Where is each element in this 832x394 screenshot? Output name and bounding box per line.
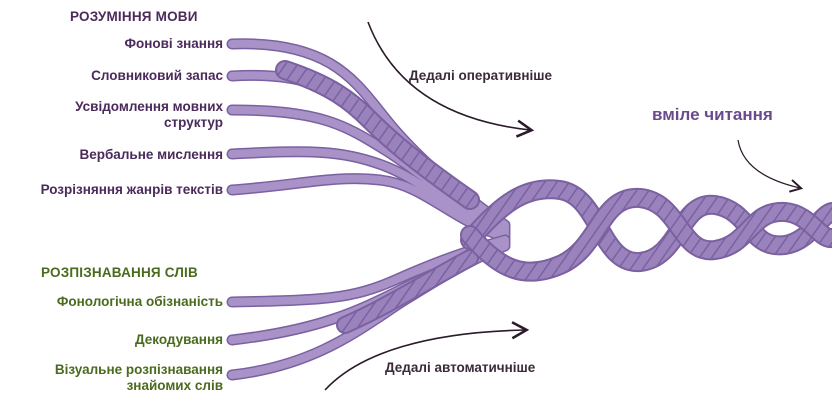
note-faster: Дедалі оперативніше <box>409 68 552 83</box>
label-phonological-awareness: Фонологічна обізнаність <box>57 294 223 310</box>
combined-rope <box>470 189 832 272</box>
label-verbal-reasoning: Вербальне мислення <box>79 147 223 163</box>
result-arrow <box>738 140 800 188</box>
word-strands <box>232 240 505 375</box>
words-heading: РОЗПІЗНАВАННЯ СЛІВ <box>41 265 198 280</box>
label-sight-recognition: Візуальне розпізнавання знайомих слів <box>0 362 223 394</box>
label-vocabulary: Словниковий запас <box>91 68 223 84</box>
label-literacy-knowledge: Розрізняння жанрів текстів <box>23 182 223 198</box>
label-language-structures: Усвідомлення мовних структур <box>23 99 223 131</box>
label-background-knowledge: Фонові знання <box>124 36 223 52</box>
skilled-reading-label: вміле читання <box>652 105 773 125</box>
language-heading: РОЗУМІННЯ МОВИ <box>70 9 198 24</box>
note-automatic: Дедалі автоматичніше <box>385 360 535 375</box>
label-decoding: Декодування <box>135 332 223 348</box>
